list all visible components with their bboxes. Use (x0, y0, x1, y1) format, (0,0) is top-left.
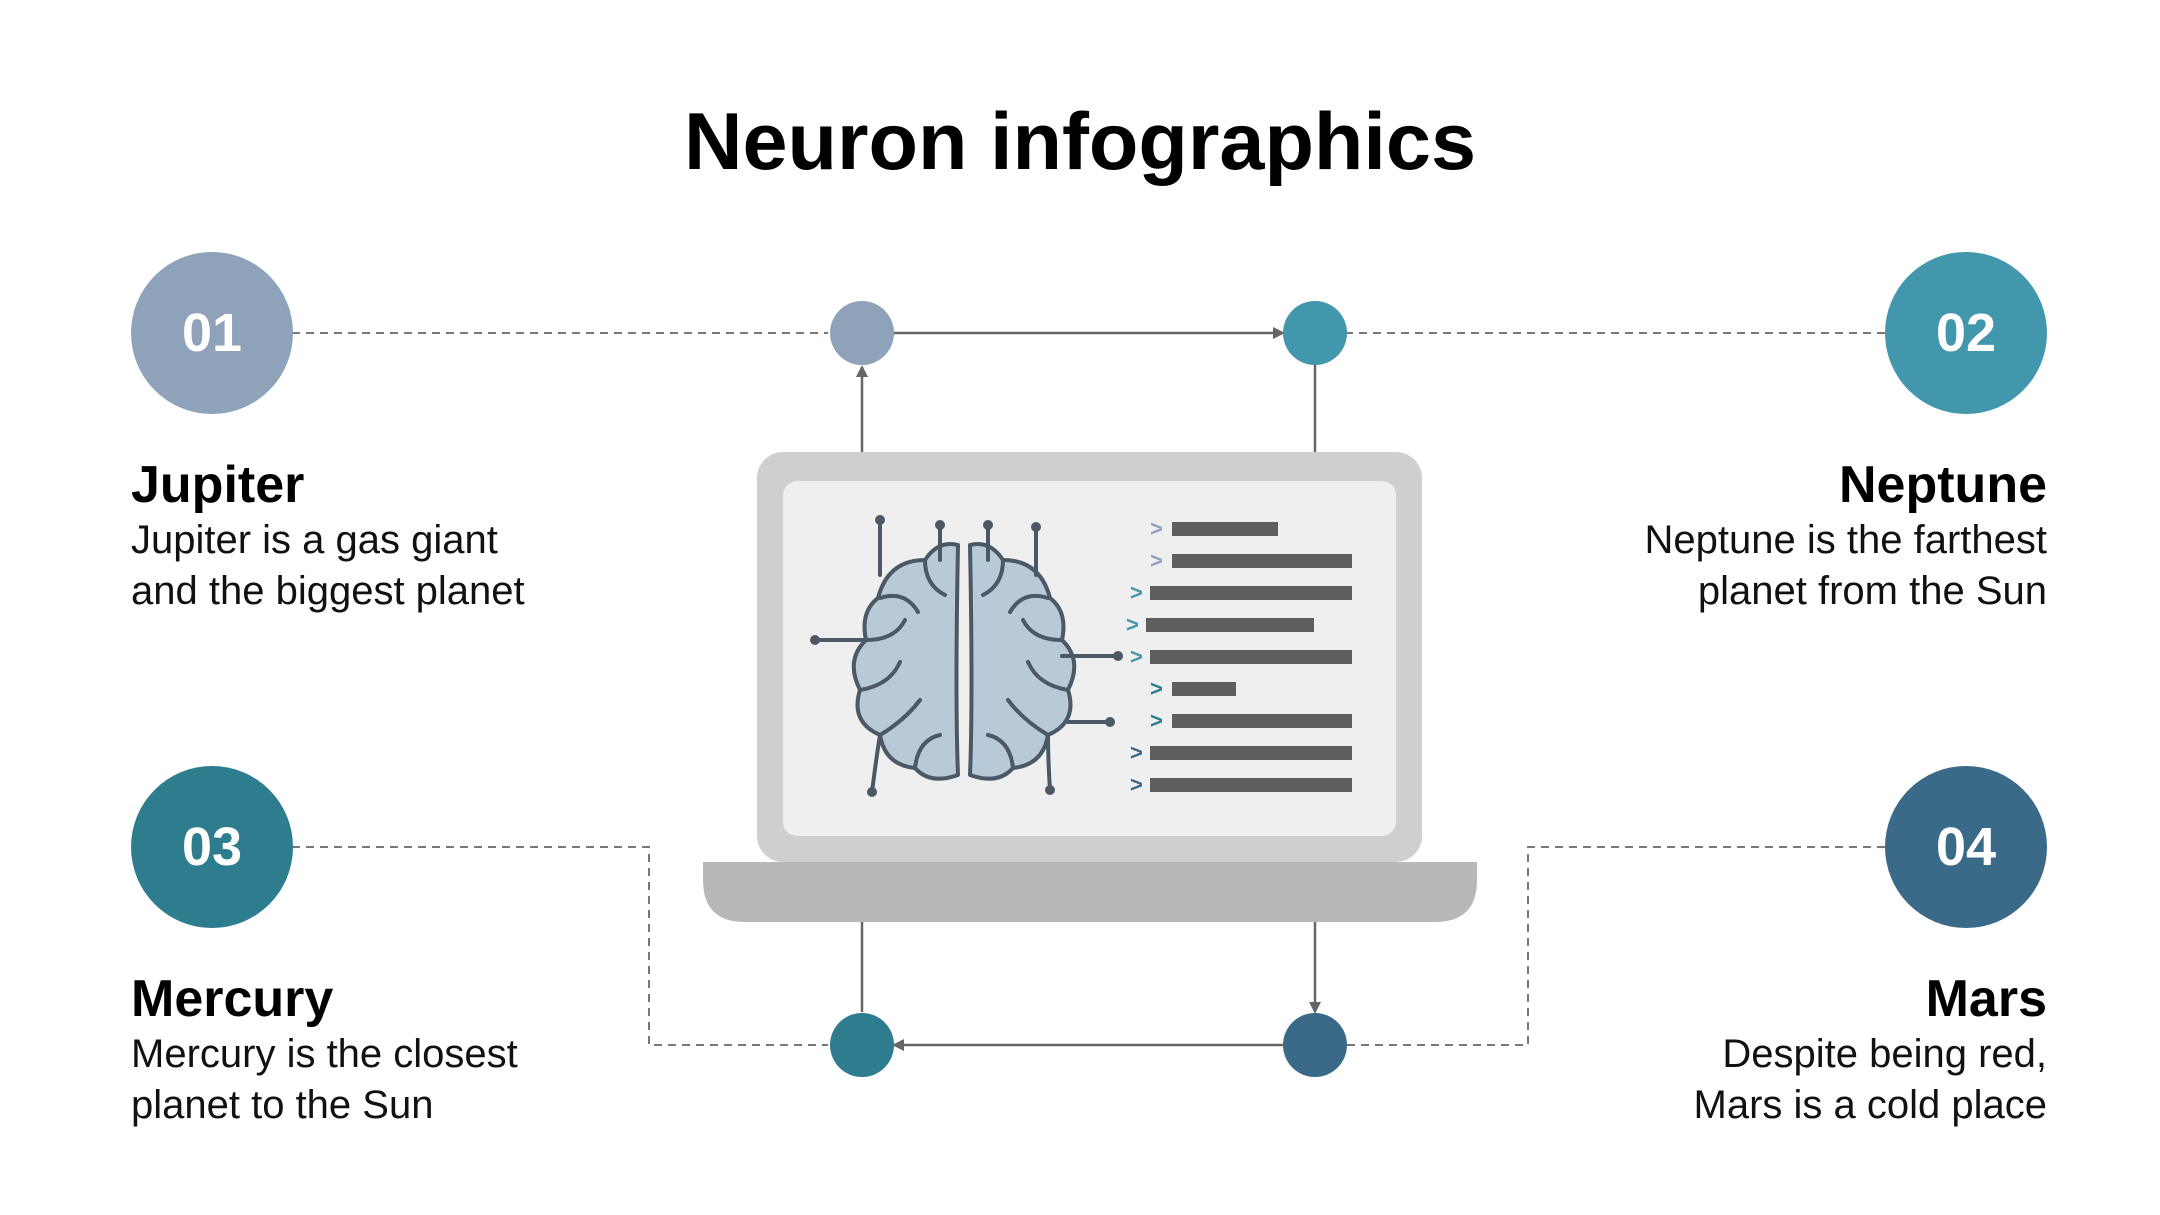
step-badge-04: 04 (1885, 766, 2047, 928)
item-title: Mars (1925, 970, 2047, 1028)
svg-text:>: > (1130, 772, 1143, 797)
svg-text:>: > (1130, 644, 1143, 669)
item-neptune: Neptune Neptune is the farthest planet f… (1527, 455, 2047, 617)
code-lines-icon: > > > > > > > > > (1126, 516, 1352, 797)
brain-circuit-icon (810, 515, 1123, 797)
page-title: Neuron infographics (683, 97, 1477, 187)
svg-text:>: > (1150, 548, 1163, 573)
svg-text:>: > (1150, 676, 1163, 701)
item-mars: Mars Despite being red, Mars is a cold p… (1527, 969, 2047, 1131)
step-badge-02: 02 (1885, 252, 2047, 414)
svg-text:>: > (1126, 612, 1139, 637)
node-01 (830, 301, 894, 365)
svg-text:>: > (1150, 516, 1163, 541)
item-description: Jupiter is a gas giant and the biggest p… (131, 518, 525, 613)
item-description: Despite being red, Mars is a cold place (1693, 1032, 2047, 1127)
svg-text:>: > (1150, 708, 1163, 733)
item-title: Neptune (1839, 456, 2047, 514)
laptop-icon (703, 452, 1477, 922)
node-03 (830, 1013, 894, 1077)
dashed-connector-03 (292, 846, 828, 1046)
item-title: Jupiter (131, 456, 305, 514)
item-description: Neptune is the farthest planet from the … (1644, 518, 2047, 613)
step-badge-03: 03 (131, 766, 293, 928)
item-description: Mercury is the closest planet to the Sun (131, 1032, 518, 1127)
node-02 (1283, 301, 1347, 365)
item-mercury: Mercury Mercury is the closest planet to… (131, 969, 651, 1131)
item-title: Mercury (131, 970, 334, 1028)
node-04 (1283, 1013, 1347, 1077)
step-badge-01: 01 (131, 252, 293, 414)
dashed-connector-04 (1345, 846, 1885, 1046)
svg-text:>: > (1130, 740, 1143, 765)
item-jupiter: Jupiter Jupiter is a gas giant and the b… (131, 455, 651, 617)
svg-text:>: > (1130, 580, 1143, 605)
